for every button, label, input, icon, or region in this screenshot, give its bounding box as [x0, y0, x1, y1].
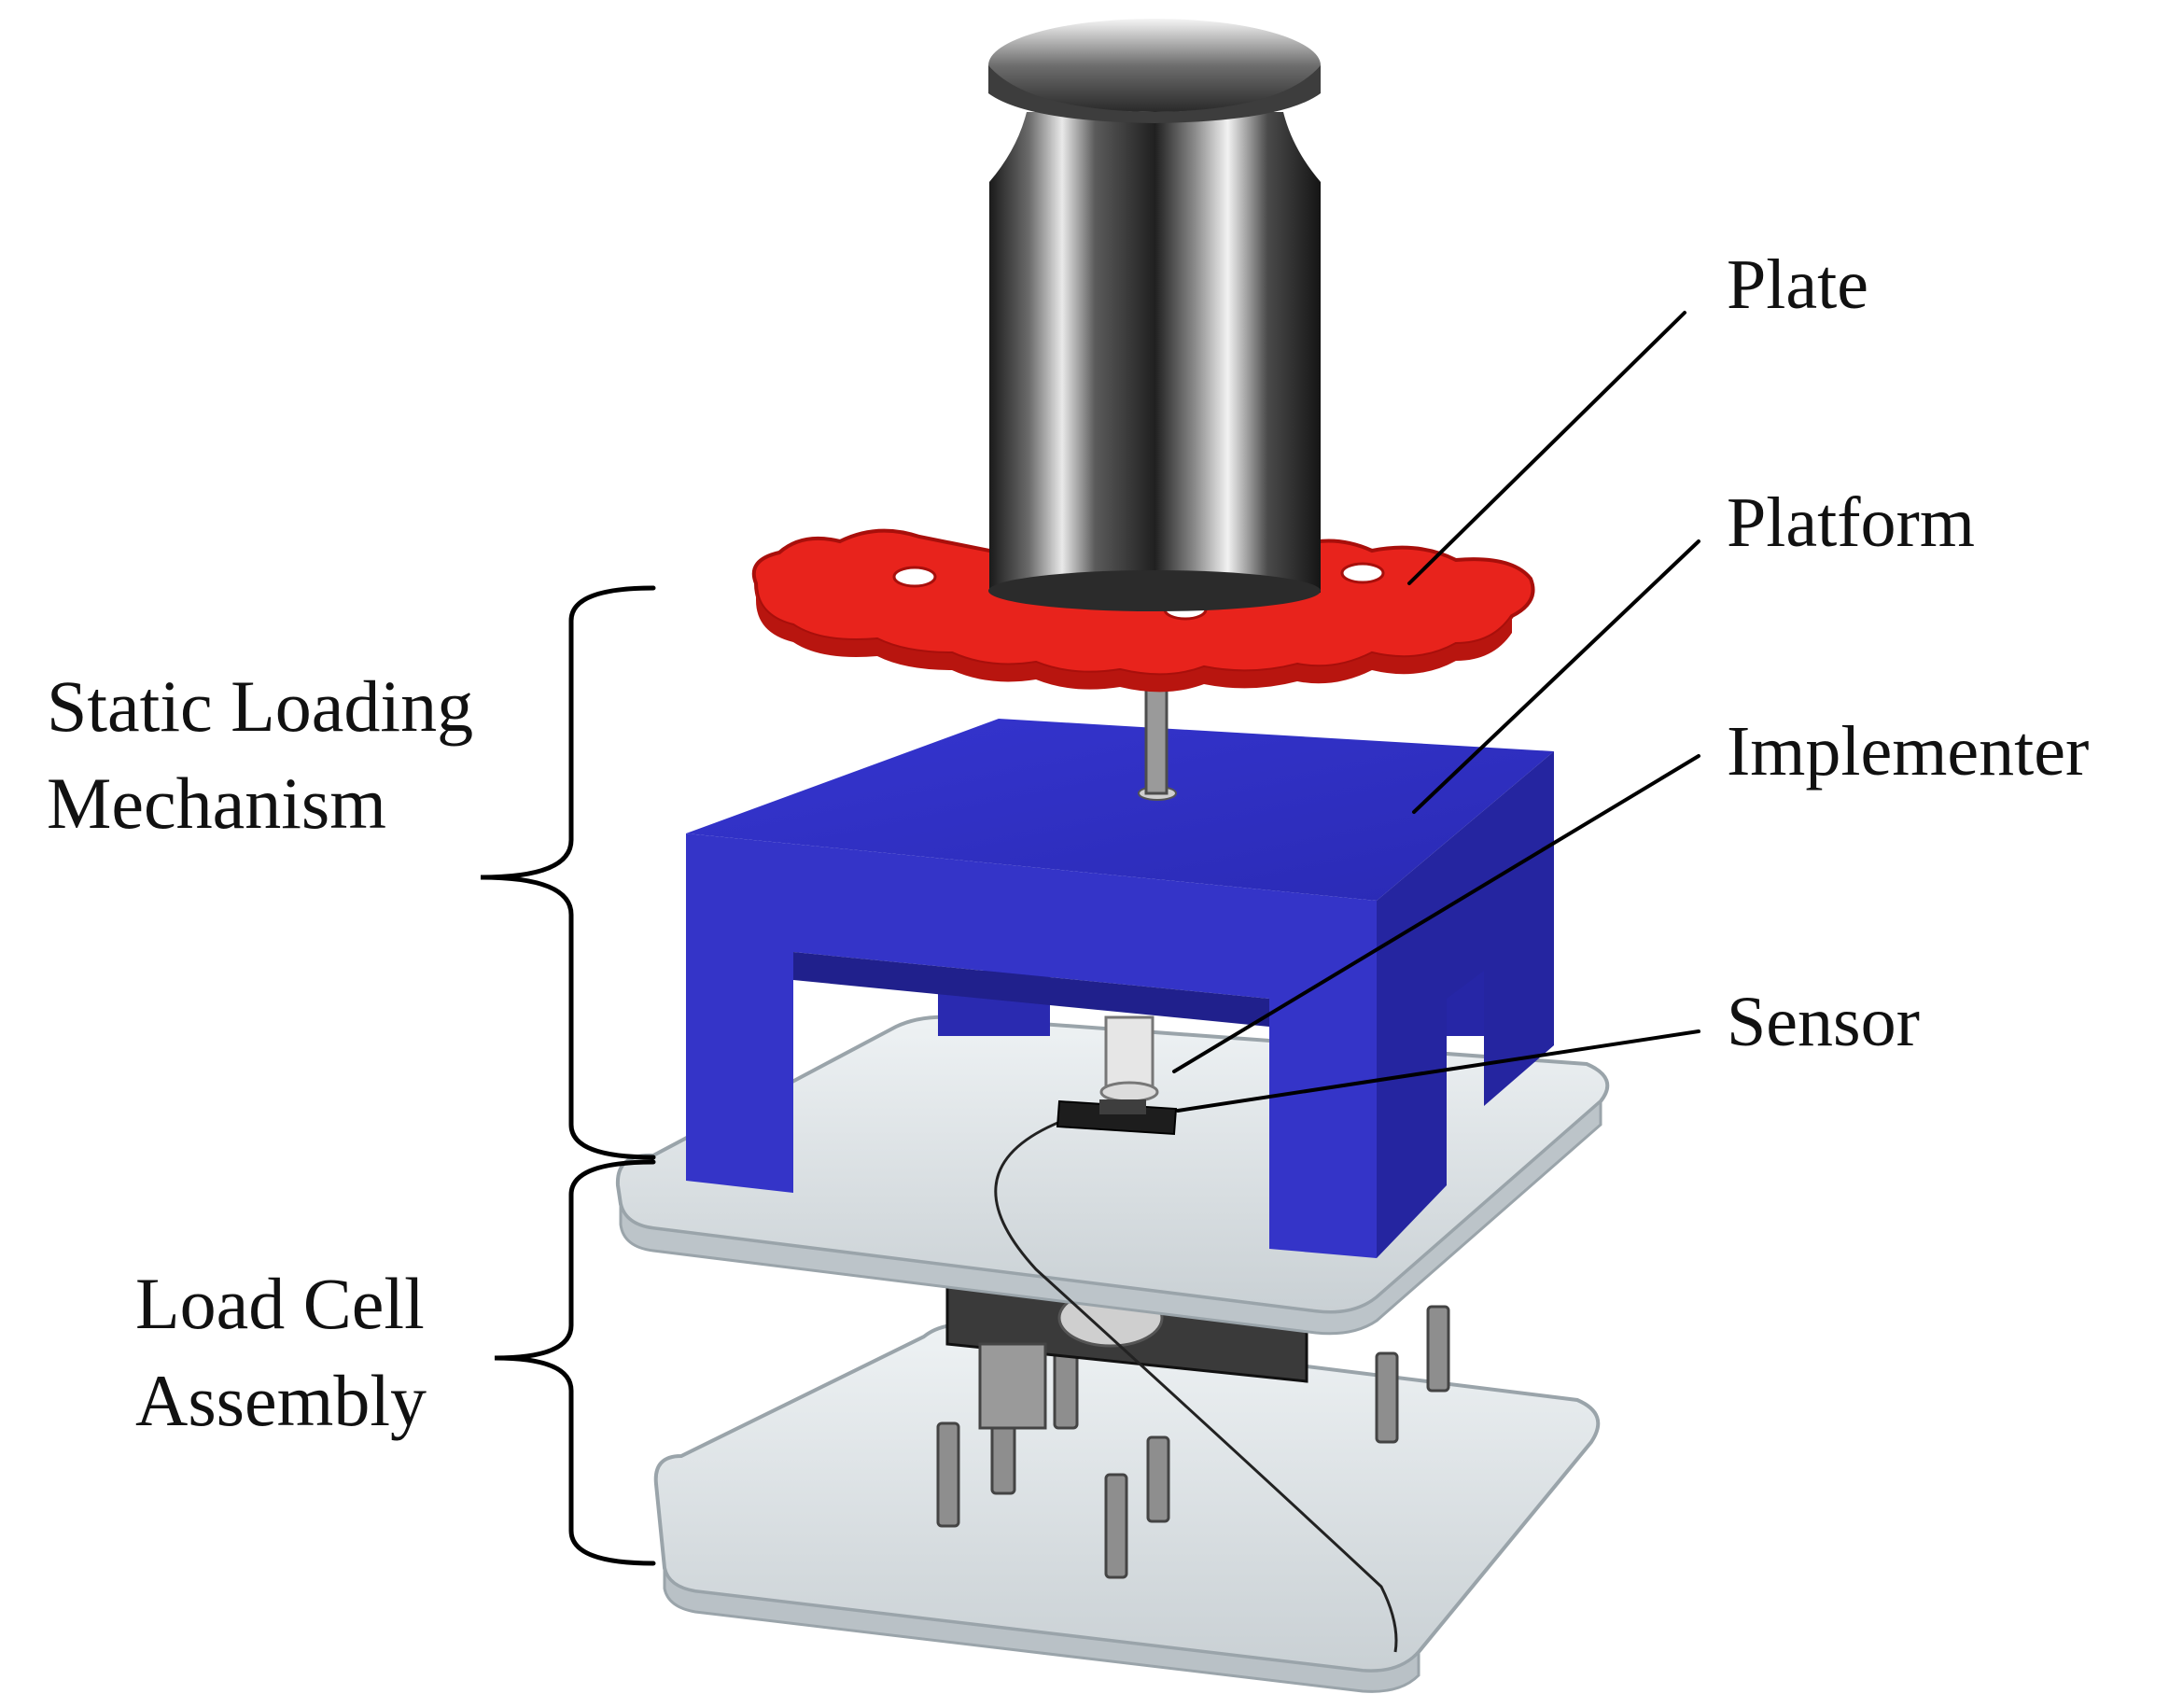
implementer-tip: [1099, 1081, 1159, 1103]
weight-knob: [988, 19, 1321, 112]
static-loading-label-line2: Mechanism: [47, 763, 386, 844]
platform-top-face: [686, 719, 1554, 901]
platform-underside: [793, 952, 1269, 1027]
bottom-acrylic-edge: [663, 1567, 1420, 1693]
load-cell-assembly: [653, 1281, 1601, 1693]
sensor-leader: [1176, 1029, 1700, 1113]
weight-neck: [989, 112, 1321, 182]
static-loading-mechanism-label: Static Loading Mechanism: [47, 658, 474, 852]
implementer-label: Implementer: [1727, 712, 2090, 791]
load-cell-bracket: [494, 1159, 656, 1566]
platform-front-face: [686, 833, 1377, 1258]
platform-leader: [1412, 539, 1700, 814]
platform-label: Platform: [1727, 483, 1975, 562]
weight-bottom: [988, 570, 1321, 611]
sensor-chip: [1099, 1099, 1146, 1114]
plate-leader: [1407, 311, 1686, 585]
load-cell-label-line2: Assembly: [135, 1360, 427, 1441]
implementer-leader: [1172, 754, 1700, 1073]
load-cell-label-line1: Load Cell: [135, 1263, 425, 1344]
brackets: [480, 585, 656, 1566]
plate-label: Plate: [1727, 245, 1868, 324]
platform-right-face: [1377, 751, 1554, 1258]
weight-knob-side: [988, 65, 1321, 123]
platform: [686, 719, 1554, 1258]
weight-body: [989, 182, 1321, 593]
sensor-label: Sensor: [1727, 983, 1920, 1061]
load-cell-post: [978, 1342, 1047, 1430]
static-loading-label-line1: Static Loading: [47, 665, 474, 747]
implementer-sensor: [1056, 1015, 1178, 1136]
implementer-body: [1104, 1015, 1154, 1094]
calibration-weight: [988, 19, 1321, 611]
upper-acrylic-edge: [619, 1098, 1602, 1336]
plate-edge: [756, 583, 1512, 693]
sensor-wire: [994, 1109, 1398, 1653]
leader-lines: [1172, 311, 1700, 1113]
static-loading-bracket: [480, 585, 656, 1160]
load-cell-assembly-label: Load Cell Assembly: [135, 1255, 427, 1449]
